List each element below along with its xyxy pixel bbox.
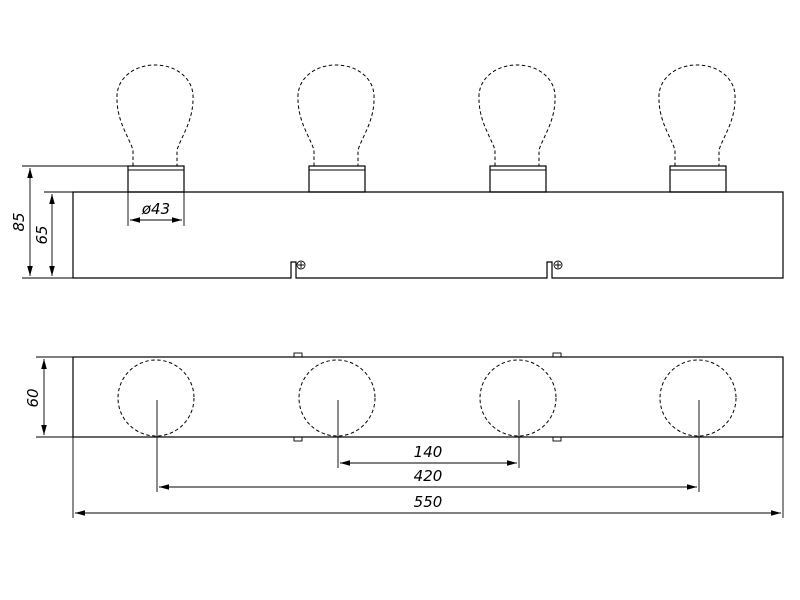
bulb-circle: [117, 359, 195, 437]
bulb-1: [116, 64, 194, 193]
mounting-tab: [552, 436, 562, 442]
dim-body-height: 65: [33, 191, 73, 276]
bulb-outline: [658, 64, 736, 166]
screw-icon: [296, 260, 306, 270]
bulb-outline: [478, 64, 556, 166]
bulb-2: [297, 64, 375, 193]
bulb-outline: [116, 64, 194, 166]
front-view: 85 65 ø43: [10, 64, 784, 279]
socket: [308, 165, 366, 193]
dim-label-spacing: 140: [414, 443, 443, 461]
bulb-3: [478, 64, 556, 193]
mounting-tab: [293, 436, 303, 442]
dim-outer-spacing: 420: [159, 467, 697, 490]
socket: [489, 165, 547, 193]
mounting-tab: [293, 352, 303, 358]
front-body-outline: [72, 191, 784, 279]
dim-label-total-length: 550: [414, 493, 443, 511]
dim-spacing: 140: [340, 443, 517, 466]
dim-label-body-height: 65: [33, 225, 51, 244]
bulb-circle: [479, 359, 557, 437]
socket: [127, 165, 185, 193]
dim-label-depth: 60: [24, 388, 42, 407]
bulb-outline: [297, 64, 375, 166]
dim-label-outer-spacing: 420: [414, 467, 443, 485]
top-body-outline: [72, 356, 784, 438]
dim-socket-diameter: ø43: [127, 192, 185, 226]
screw-icon: [553, 260, 563, 270]
bulb-circle: [298, 359, 376, 437]
dim-total-length: 550: [75, 493, 781, 516]
dim-total-height: 85: [10, 165, 128, 279]
bulb-circle: [659, 359, 737, 437]
dim-label-total-height: 85: [10, 212, 28, 231]
top-view: 60 140 420 550: [24, 352, 784, 518]
dim-label-socket-diameter: ø43: [141, 200, 170, 218]
mounting-tab: [552, 352, 562, 358]
bulb-4: [658, 64, 736, 193]
socket: [669, 165, 727, 193]
dim-depth: 60: [24, 356, 73, 438]
